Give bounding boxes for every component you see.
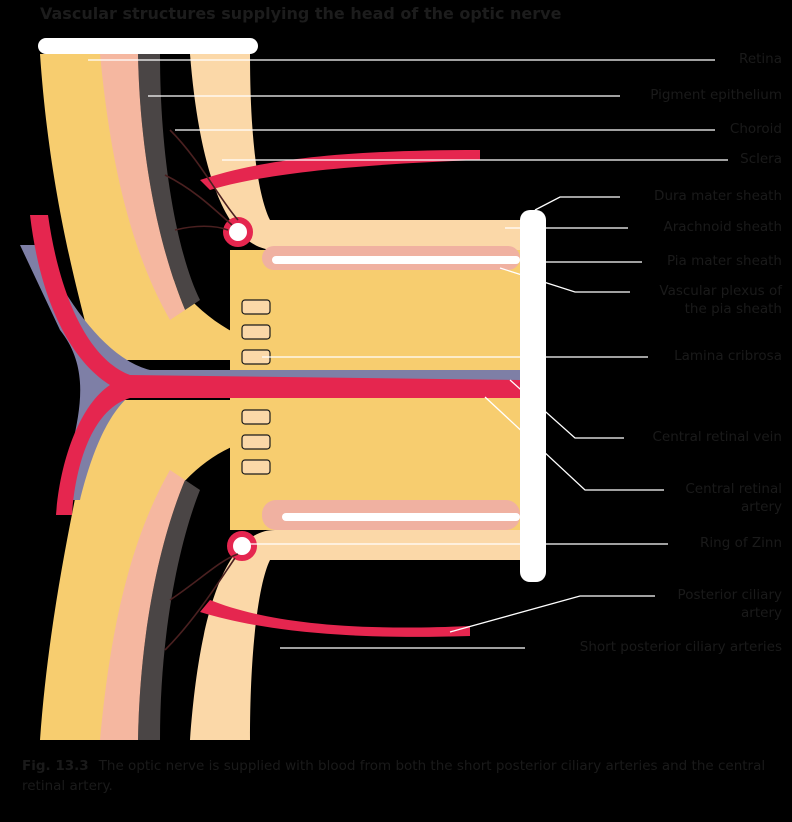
label-lamina-cribrosa: Lamina cribrosa (674, 348, 782, 365)
label-vascular-plexus-line2: the pia sheath (685, 301, 782, 318)
ring-of-zinn-lower (230, 534, 254, 558)
label-dura-mater-sheath: Dura mater sheath (654, 188, 782, 205)
label-central-retinal-vein: Central retinal vein (652, 429, 782, 446)
pia-gap-lower (282, 513, 520, 521)
figure-number: Fig. 13.3 (22, 758, 89, 774)
label-posterior-ciliary-line2: artery (741, 605, 782, 622)
figure-title: Vascular structures supplying the head o… (40, 4, 561, 23)
label-choroid: Choroid (730, 121, 782, 138)
figure-caption-text: The optic nerve is supplied with blood f… (22, 758, 765, 794)
label-posterior-ciliary-line1: Posterior ciliary (678, 587, 782, 604)
label-retina: Retina (739, 51, 782, 68)
right-bar (520, 210, 546, 582)
label-ring-of-zinn: Ring of Zinn (700, 535, 782, 552)
label-central-retinal-artery-line2: artery (741, 499, 782, 516)
label-sclera: Sclera (740, 151, 782, 168)
label-vascular-plexus-line1: Vascular plexus of (659, 283, 782, 300)
label-pia-mater-sheath: Pia mater sheath (667, 253, 782, 270)
label-short-posterior-ciliary: Short posterior ciliary arteries (580, 639, 782, 656)
label-arachnoid-sheath: Arachnoid sheath (664, 219, 782, 236)
pia-gap-upper (272, 256, 520, 264)
label-central-retinal-artery-line1: Central retinal (685, 481, 782, 498)
label-pigment-epithelium: Pigment epithelium (650, 87, 782, 104)
top-bar (38, 38, 258, 54)
